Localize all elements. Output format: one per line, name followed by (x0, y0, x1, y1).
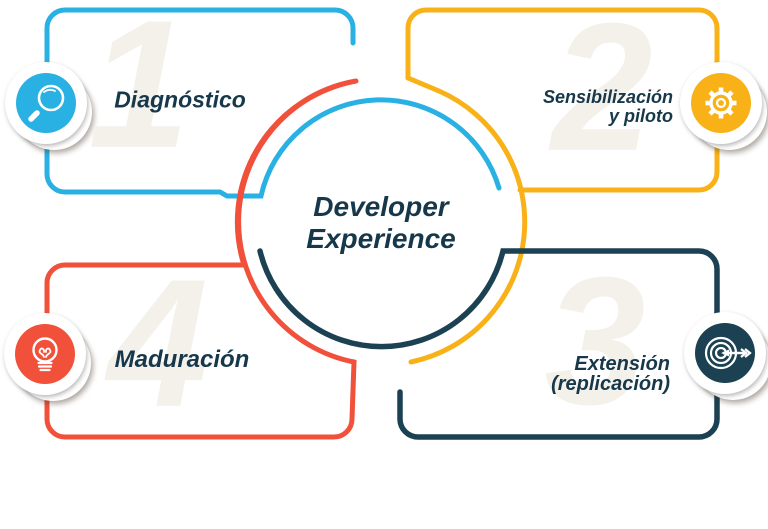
step-2-number: 2 (551, 0, 653, 189)
step-4-label: Maduración (114, 346, 250, 373)
step-1-label: Diagnóstico (114, 86, 246, 113)
step-3-label-line1: Extensión (574, 353, 670, 375)
step-3-frame-navy (257, 248, 720, 440)
step-4-number: 4 (107, 240, 209, 445)
gear-icon (705, 87, 737, 119)
step-4-badge (4, 313, 91, 401)
step-2-label-line2: y piloto (609, 106, 673, 126)
step-2-label: Sensibilización y piloto (543, 88, 673, 126)
magnifier-icon (28, 84, 65, 122)
step-1-number: 1 (88, 0, 190, 186)
step-4-frame-red (44, 78, 359, 440)
step-1-badge (5, 62, 92, 150)
center-title: Developer Experience (306, 191, 455, 255)
badge-fill (691, 73, 751, 133)
target-icon (704, 336, 752, 370)
step-3-label: Extensión (replicación) (551, 354, 670, 394)
lightbulb-icon (32, 337, 58, 372)
center-title-line1: Developer (313, 191, 449, 222)
step-3-number: 3 (544, 238, 646, 443)
step-3-badge (684, 312, 768, 400)
badge-fill (15, 324, 75, 384)
step-2-arc-yellow (405, 75, 528, 365)
step-2-frame-yellow (405, 7, 720, 193)
step-3-label-line2: (replicación) (551, 373, 670, 395)
badge-fill (16, 73, 76, 133)
step-2-label-line1: Sensibilización (542, 87, 673, 107)
step-1-frame-cyan (44, 7, 502, 199)
center-title-line2: Experience (306, 223, 456, 254)
step-2-badge (680, 62, 767, 150)
